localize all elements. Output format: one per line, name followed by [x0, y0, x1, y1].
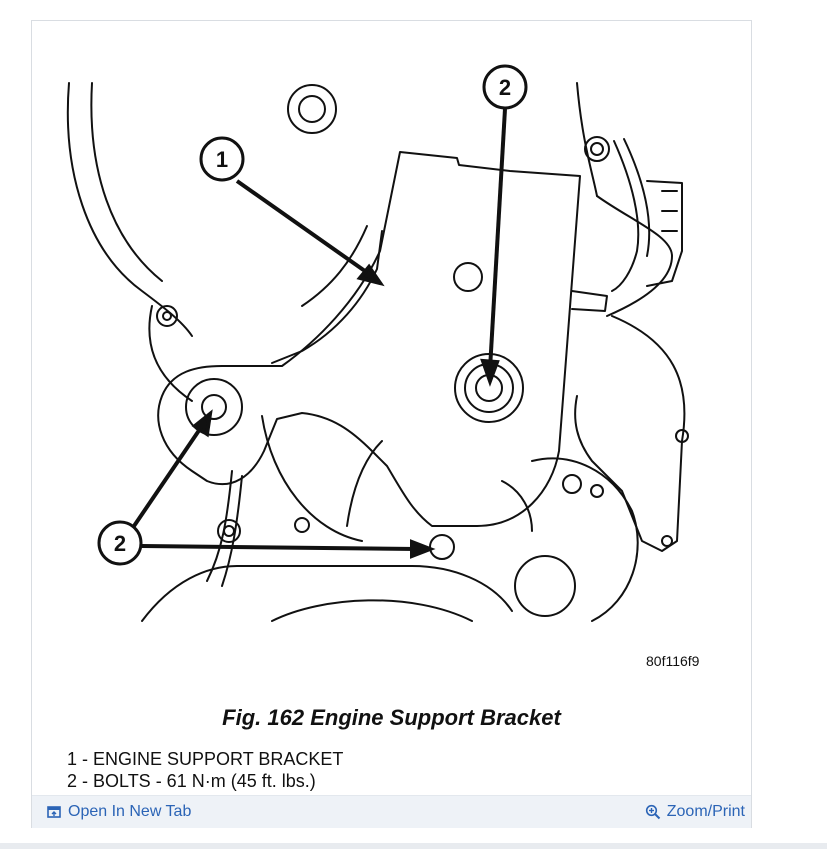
zoom-print-link[interactable]: Zoom/Print: [645, 803, 745, 821]
callout-2-bottom-circle: [97, 520, 143, 566]
engine-support-bracket-illustration: 1 2 2 80f116f9: [32, 21, 751, 701]
zoom-print-label: Zoom/Print: [666, 803, 745, 820]
callout-2-top-circle: [482, 64, 528, 110]
open-in-new-tab-label: Open In New Tab: [68, 803, 192, 820]
figure-card: 1 2 2 80f116f9 Fig. 162 Engine Support B…: [31, 20, 752, 828]
bottom-strip: [0, 843, 827, 849]
figure-caption: Fig. 162 Engine Support Bracket: [222, 705, 561, 730]
zoom-in-icon: [645, 804, 660, 820]
legend-item: 1 - ENGINE SUPPORT BRACKET: [67, 749, 344, 769]
open-in-new-tab-link[interactable]: Open In New Tab: [46, 803, 191, 821]
callout-1-label: 1: [216, 147, 228, 172]
callout-1-circle: [199, 136, 245, 182]
external-window-icon: [47, 806, 61, 818]
callout-2-top-label: 2: [499, 75, 511, 100]
figure-code: 80f116f9: [646, 653, 700, 669]
callout-2-bottom-label: 2: [114, 531, 126, 556]
line-drawing: 1 2 2: [66, 64, 689, 622]
legend: 1 - ENGINE SUPPORT BRACKET 2 - BOLTS - 6…: [67, 748, 343, 792]
legend-item: 2 - BOLTS - 61 N·m (45 ft. lbs.): [67, 771, 316, 791]
figure-toolbar: Open In New Tab Zoom/Print: [32, 795, 751, 828]
